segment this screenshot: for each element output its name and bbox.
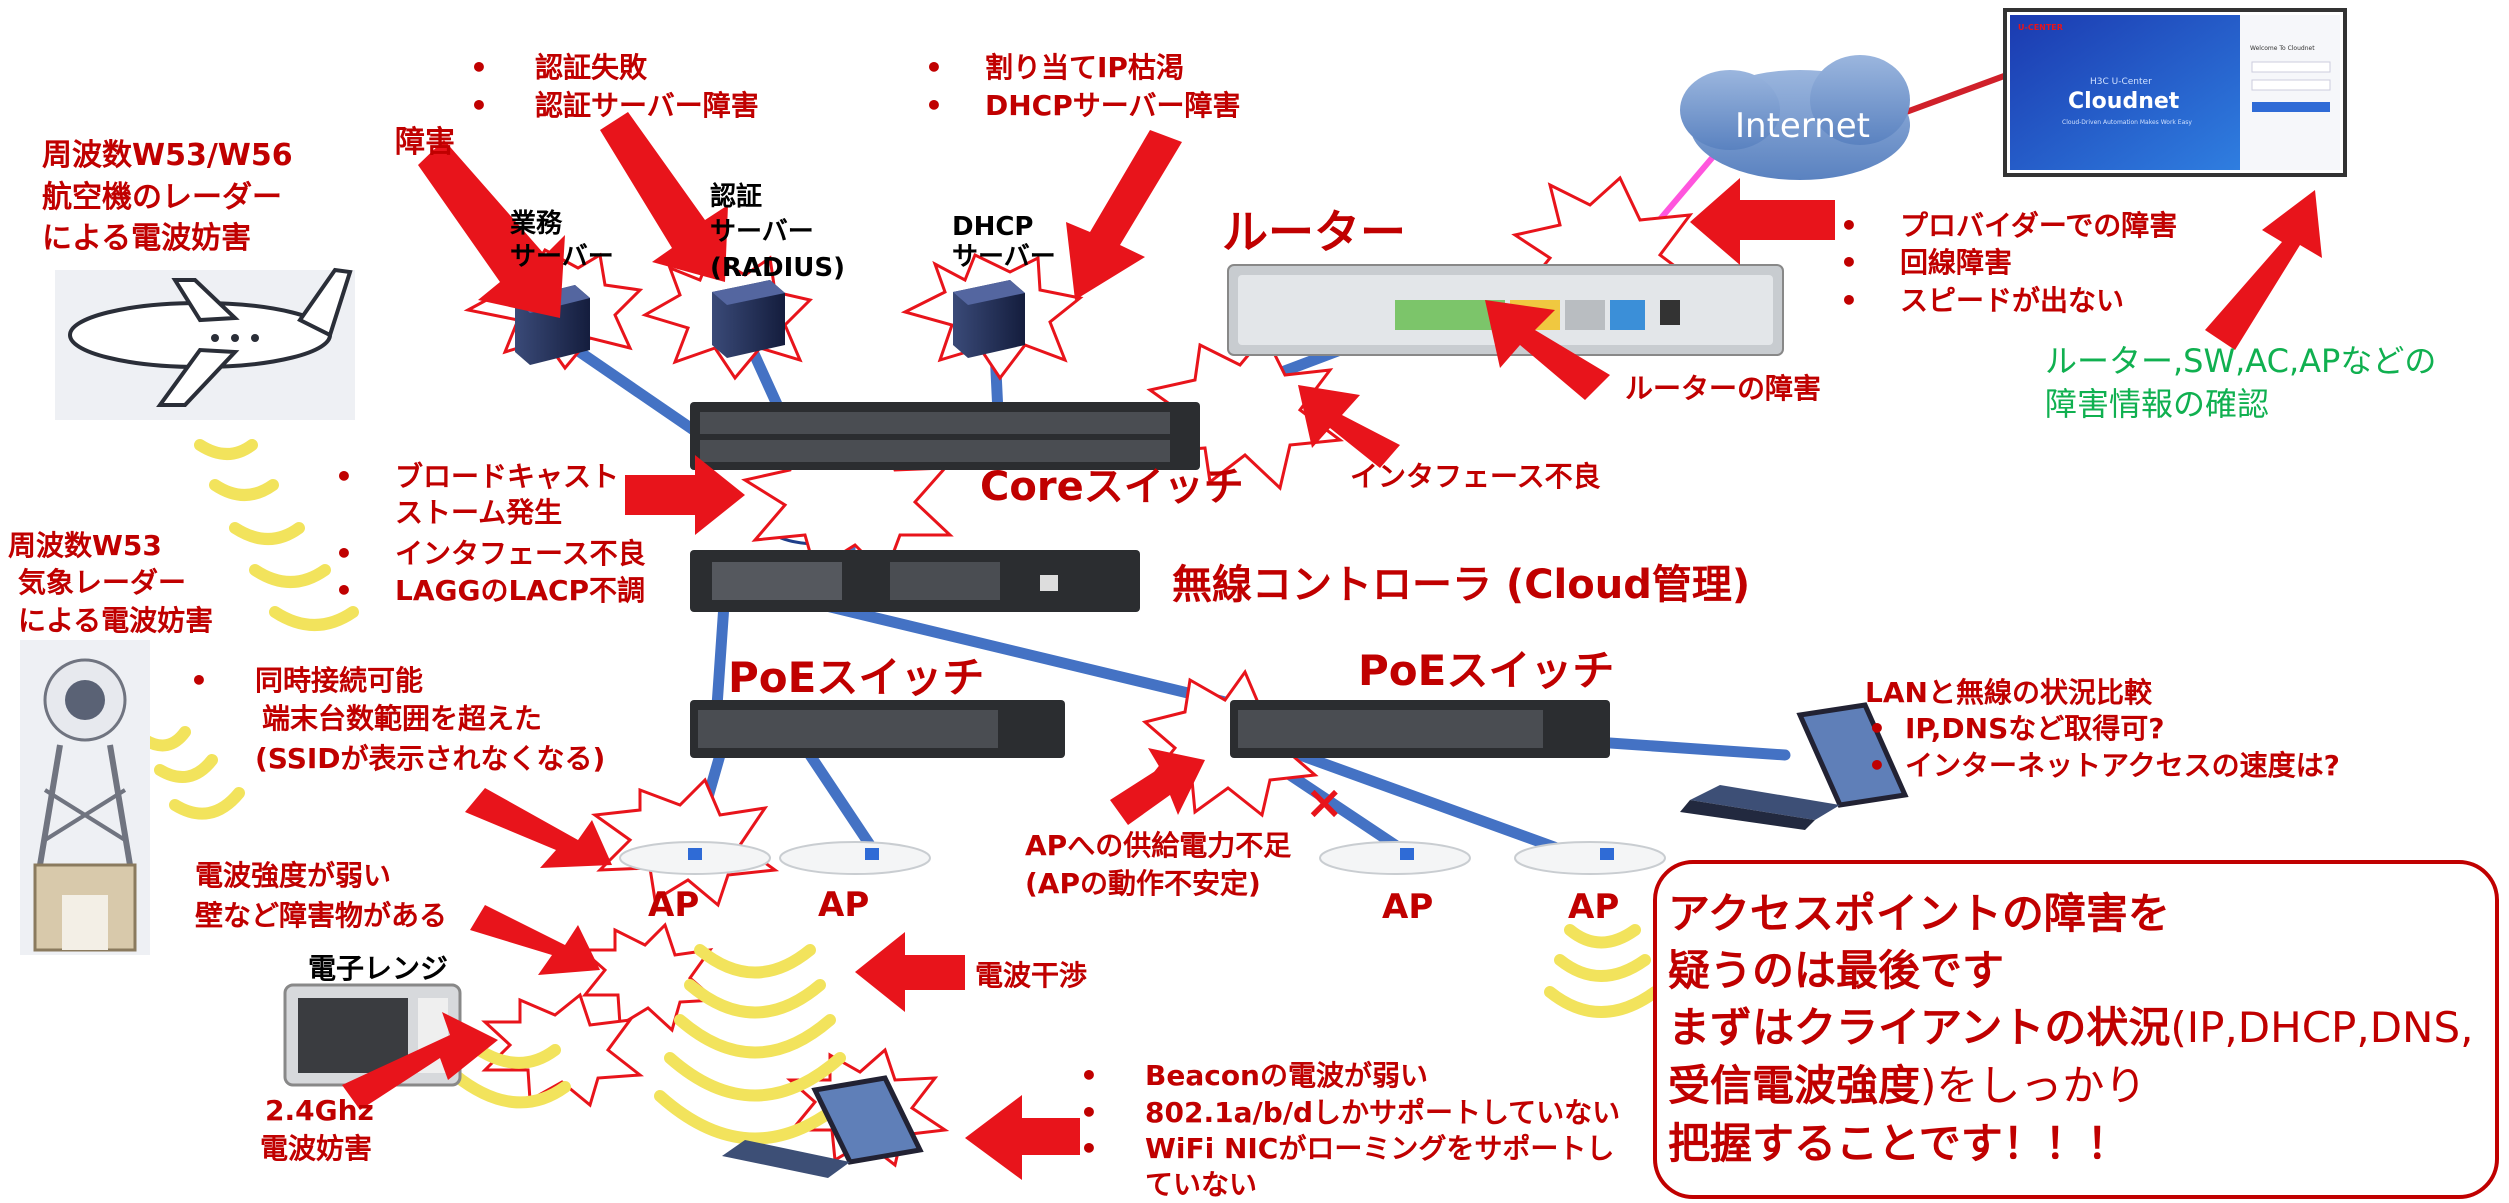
provider-issue-note: •プロバイダーでの障害•回線障害•スピードが出ない [1840,209,2177,317]
red-arrows [342,112,2322,1180]
arrow-auth-failure [600,112,728,282]
wireless-controller[interactable] [690,550,1140,612]
laptop-lan[interactable] [1680,702,1909,830]
arrow-interface-fault [1298,385,1400,468]
business-server-label: 業務サーバー [510,209,614,272]
interference-note: 電波干渉 [975,959,1087,992]
microwave-oven [283,983,462,1087]
lan-compare-note: LANと無線の状況比較•IP,DNSなど取得可?•インターネットアクセスの速度は… [1865,676,2340,782]
internet-cloud: Internet [1680,55,1910,180]
auth-server[interactable] [712,280,785,358]
core-issues-note: •ブロードキャストストーム発生•インタフェース不良•LAGGのLACP不調 [335,460,646,607]
laptop-client[interactable] [722,1075,924,1178]
client-issues-note: •Beaconの電波が弱い•802.1a/b/dしかサポートしていない•WiFi… [1080,1059,1620,1201]
arrow-core [625,455,745,535]
arrow-provider [1690,178,1835,265]
airplane-illustration [55,267,355,420]
wireless-controller-label: 無線コントローラ (Cloud管理) [1172,562,1750,608]
access-point-2[interactable] [779,841,931,875]
console-username-field[interactable] [2251,61,2331,73]
internet-label: Internet [1735,106,1870,146]
burst-microwave [481,992,644,1108]
core-switch[interactable] [690,402,1200,470]
access-point-4[interactable] [1514,841,1666,875]
dhcp-issue-note: •割り当てIP枯渇•DHCPサーバー障害 [925,51,1240,122]
arrow-microwave [342,1012,498,1110]
arrow-client [965,1095,1080,1180]
arrow-status-check [2205,190,2322,350]
console-tagline: Cloud-Driven Automation Makes Work Easy [2062,119,2192,126]
poe-switch-right-label: PoEスイッチ [1358,646,1614,695]
burst-weak-signal [577,922,719,1033]
poe-power-note: APへの供給電力不足(APの動作不安定) [1025,829,1291,900]
microwave-label: 電子レンジ [308,952,448,985]
console-subtitle: H3C U-Center [2090,77,2152,87]
access-points [619,841,1666,875]
auth-server-label: 認証サーバー(RADIUS) [710,181,845,283]
access-point-3[interactable] [1319,841,1471,875]
console-brand: U-CENTER [2018,23,2063,32]
arrow-interference [855,932,965,1012]
console-password-field[interactable] [2251,79,2331,91]
poe-power-cut-mark: × [1305,775,1344,829]
arrow-dhcp [1066,130,1182,300]
access-point-1[interactable] [619,841,771,875]
poe-switch-left-label: PoEスイッチ [728,653,984,702]
conclusion-text: アクセスポイントの障害を 疑うのは最後です まずはクライアントの状況(IP,DH… [1668,889,2488,1168]
console-login-button[interactable] [2252,102,2330,112]
arrow-poe-power [1110,748,1205,825]
router-failure-note: ルーターの障害 [1625,372,1821,405]
weak-signal-note: 電波強度が弱い壁など障害物がある [195,859,447,932]
poe-switch-right[interactable] [1230,700,1610,758]
cloud-console-thumbnail[interactable]: U-CENTER H3C U-Center Cloudnet Cloud-Dri… [2003,8,2347,177]
console-login-title: Welcome To Cloudnet [2250,45,2315,52]
core-switch-label: Coreスイッチ [980,464,1244,510]
interface-fault-note: インタフェース不良 [1350,460,1601,493]
auth-failure-note: •認証失敗•認証サーバー障害 [470,51,759,122]
status-check-note: ルーター,SW,AC,APなどの障害情報の確認 [2045,342,2436,423]
poe-switch-left[interactable] [690,700,1065,758]
dhcp-server[interactable] [953,280,1025,358]
weather-radar-tower [20,640,150,955]
ap-label-3: AP [1382,887,1433,927]
connection-limit-note: •同時接続可能端末台数範囲を超えた(SSIDが表示されなくなる) [190,664,605,775]
ap-label-4: AP [1568,887,1619,927]
failure-note: 障害 [395,125,455,160]
arrow-router-failure [1485,300,1610,400]
console-title: Cloudnet [2068,89,2180,114]
arrow-connection-limit [465,788,612,868]
router-label: ルーター [1222,205,1406,259]
ap-label-2: AP [818,885,869,925]
arrow-failure [418,140,565,318]
arrow-weak-signal [470,905,600,975]
ap-label-1: AP [648,885,699,925]
conclusion-callout: アクセスポイントの障害を 疑うのは最後です まずはクライアントの状況(IP,DH… [1653,860,2499,1199]
